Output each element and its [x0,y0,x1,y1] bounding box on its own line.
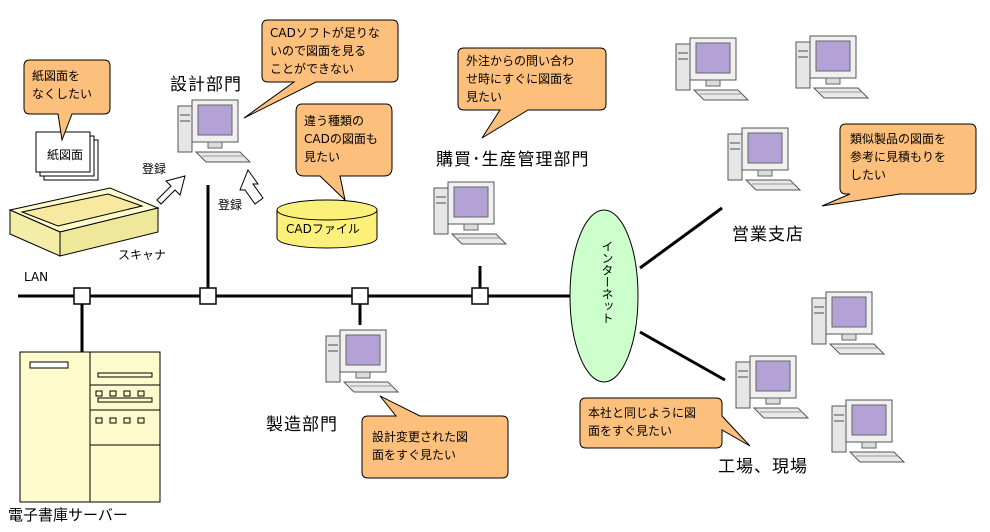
computer-sales-1 [675,37,749,101]
bubble-outsourcing [457,47,607,139]
label-cad-file: CADファイル [286,222,360,236]
bubble-text-cad-types: 違う種類の CADの図面も 見たい [304,114,378,164]
label-register-scanner: 登録 [142,162,167,176]
label-design-department: 設計部門 [170,75,242,95]
lan-hub-purchasing [471,287,489,305]
label-internet: インターネット [600,240,614,324]
label-paper: 紙図面 [47,148,84,162]
computer-purchasing [433,181,507,245]
bubble-paper-wish [23,59,111,142]
bubble-design-change [361,395,509,479]
computer-sales-2 [795,35,869,99]
bubble-cad-types [295,103,393,202]
bubble-text-cad-software: CADソフトが足りな いので図面を見る ことができない [270,26,380,76]
label-purchasing-department: 購買･生産管理部門 [436,150,590,170]
bubble-text-factory-view: 本社と同じように図 面をすぐ見たい [588,406,697,438]
lan-hub-server [73,287,91,305]
computer-factory-3 [831,399,905,463]
computer-factory-2 [735,355,809,419]
register-arrow-scanner [156,175,186,205]
bubble-text-paper-wish: 紙図面を なくしたい [32,69,93,101]
factory-link [639,330,726,382]
lan-hub-manufacturing [351,287,369,305]
bubble-text-similar-products: 類似製品の図面を 参考に見積もりを したい [850,132,947,182]
bubble-factory-view [579,397,751,449]
sales-link [639,206,723,270]
label-manufacturing-department: 製造部門 [266,415,338,435]
bubble-cad-software [243,19,399,119]
server-rack-icon [19,351,161,503]
computer-factory-1 [811,291,885,355]
bubble-text-outsourcing: 外注からの問い合わ せ時にすぐに図面を 見たい [466,54,575,104]
label-register-cad: 登録 [218,198,243,212]
computer-sales-3 [727,127,801,191]
label-sales-branch: 営業支店 [732,225,804,245]
label-server: 電子書庫サーバー [8,506,128,524]
bubble-text-design-change: 設計変更された図 面をすぐ見たい [372,430,469,462]
scanner-icon [8,187,160,257]
register-arrow-cad [239,168,264,205]
computer-design [177,99,251,163]
bubble-similar-products [821,123,977,207]
label-factory-site: 工場、現場 [718,457,808,477]
computer-manufacturing [325,329,399,393]
label-scanner: スキャナ [118,248,167,262]
lan-hub-design [199,287,217,305]
internet-cloud [569,209,639,383]
label-lan: LAN [24,270,49,284]
database-cylinder-icon [276,199,378,249]
